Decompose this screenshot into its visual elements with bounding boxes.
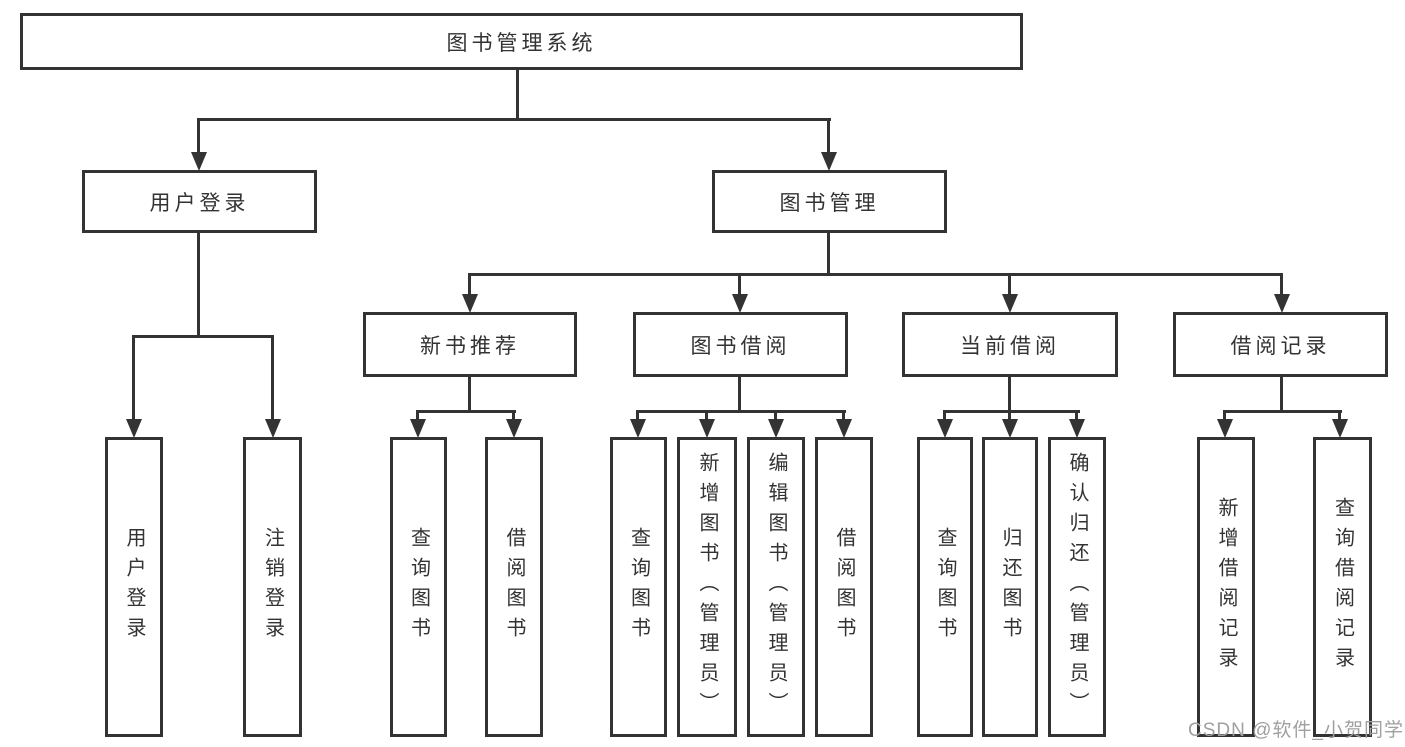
connector-to-rec-borrow (512, 410, 515, 419)
connector-to-leaf-logout (271, 335, 274, 419)
connector-to-user-login (197, 118, 200, 152)
connector-to-cb-return (1008, 410, 1011, 419)
connector-level2-bar (197, 118, 831, 121)
leaf-rec-query-book-label: 查询图书 (407, 527, 430, 647)
node-book-mgmt: 图书管理 (712, 170, 947, 233)
connector-to-bb-query (636, 410, 639, 419)
leaf-br-query-record: 查询借阅记录 (1313, 437, 1372, 737)
arrowhead-to-book-mgmt (821, 152, 837, 171)
connector-borrow-records-stem (1280, 377, 1283, 410)
leaf-br-query-record-label: 查询借阅记录 (1331, 497, 1354, 677)
leaf-cb-confirm-return-admin-label: 确认归还（管理员） (1066, 452, 1088, 722)
connector-book-borrow-bar (636, 410, 846, 413)
connector-to-current-borrow (1008, 273, 1011, 294)
node-root-label: 图书管理系统 (446, 31, 597, 55)
leaf-br-add-record: 新增借阅记录 (1197, 437, 1255, 737)
leaf-br-add-record-label: 新增借阅记录 (1215, 497, 1237, 677)
connector-to-new-book-rec (468, 273, 471, 294)
connector-borrow-records-bar (1223, 410, 1342, 413)
connector-to-bb-edit (774, 410, 777, 419)
leaf-cb-return-book-label: 归还图书 (999, 527, 1021, 647)
connector-to-bb-add (705, 410, 708, 419)
node-new-book-rec-label: 新书推荐 (420, 334, 520, 358)
arrowhead-to-leaf-logout (265, 419, 281, 438)
arrowhead-to-br-query (1332, 419, 1348, 438)
leaf-logout: 注销登录 (243, 437, 302, 737)
arrowhead-to-bb-edit (768, 419, 784, 438)
arrowhead-to-rec-borrow (506, 419, 522, 438)
leaf-rec-query-book: 查询图书 (390, 437, 447, 737)
arrowhead-to-bb-add (699, 419, 715, 438)
leaf-cb-return-book: 归还图书 (982, 437, 1038, 737)
leaf-cb-query-book: 查询图书 (917, 437, 973, 737)
connector-to-rec-query (416, 410, 419, 419)
arrowhead-to-bb-query (630, 419, 646, 438)
connector-current-borrow-bar (943, 410, 1080, 413)
node-book-borrow: 图书借阅 (633, 312, 848, 377)
connector-to-cb-confirm (1075, 410, 1078, 419)
arrowhead-to-current-borrow (1002, 294, 1018, 313)
arrowhead-to-borrow-records (1274, 294, 1290, 313)
arrowhead-to-cb-query (937, 419, 953, 438)
leaf-bb-add-book-admin-label: 新增图书（管理员） (696, 452, 718, 722)
arrowhead-to-book-borrow (732, 294, 748, 313)
connector-to-bb-borrow (842, 410, 845, 419)
leaf-bb-edit-book-admin: 编辑图书（管理员） (747, 437, 805, 737)
connector-to-borrow-records (1280, 273, 1283, 294)
connector-to-leaf-user-login (132, 335, 135, 419)
csdn-watermark: CSDN @软件_小贺同学 (1188, 720, 1404, 741)
leaf-bb-edit-book-admin-label: 编辑图书（管理员） (765, 452, 787, 722)
arrowhead-to-cb-confirm (1069, 419, 1085, 438)
connector-current-borrow-stem (1008, 377, 1011, 410)
connector-to-br-query (1338, 410, 1341, 419)
leaf-user-login-label: 用户登录 (123, 527, 145, 647)
arrowhead-to-br-add (1217, 419, 1233, 438)
node-book-borrow-label: 图书借阅 (690, 334, 791, 358)
arrowhead-to-cb-return (1002, 419, 1018, 438)
arrowhead-to-leaf-user-login (126, 419, 142, 438)
connector-book-borrow-stem (738, 377, 741, 410)
node-user-login-label: 用户登录 (149, 191, 250, 215)
connector-new-book-rec-bar (416, 410, 516, 413)
node-user-login: 用户登录 (82, 170, 317, 233)
connector-book-mgmt-stem (827, 233, 830, 273)
arrowhead-to-bb-borrow (836, 419, 852, 438)
connector-to-book-borrow (738, 273, 741, 294)
connector-to-book-mgmt (827, 118, 830, 152)
connector-level3-bar (468, 273, 1283, 276)
leaf-rec-borrow-book-label: 借阅图书 (503, 527, 525, 647)
connector-user-login-stem (197, 233, 200, 335)
connector-to-br-add (1223, 410, 1226, 419)
node-borrow-records-label: 借阅记录 (1230, 334, 1331, 358)
connector-new-book-rec-stem (468, 377, 471, 410)
connector-to-cb-query (943, 410, 946, 419)
leaf-user-login: 用户登录 (105, 437, 163, 737)
leaf-logout-label: 注销登录 (261, 527, 284, 647)
node-current-borrow: 当前借阅 (902, 312, 1118, 377)
leaf-cb-query-book-label: 查询图书 (934, 527, 956, 647)
arrowhead-to-rec-query (410, 419, 426, 438)
node-borrow-records: 借阅记录 (1173, 312, 1388, 377)
leaf-rec-borrow-book: 借阅图书 (485, 437, 543, 737)
leaf-bb-add-book-admin: 新增图书（管理员） (677, 437, 737, 737)
connector-root-stem (516, 70, 519, 118)
node-root: 图书管理系统 (20, 13, 1023, 70)
leaf-bb-borrow-book-label: 借阅图书 (833, 527, 855, 647)
arrowhead-to-new-book-rec (462, 294, 478, 313)
leaf-cb-confirm-return-admin: 确认归还（管理员） (1048, 437, 1106, 737)
node-current-borrow-label: 当前借阅 (960, 334, 1060, 358)
node-new-book-rec: 新书推荐 (363, 312, 577, 377)
arrowhead-to-user-login (191, 152, 207, 171)
node-book-mgmt-label: 图书管理 (779, 191, 880, 215)
connector-user-login-bar (132, 335, 274, 338)
leaf-bb-query-book-label: 查询图书 (627, 527, 650, 647)
leaf-bb-borrow-book: 借阅图书 (815, 437, 873, 737)
leaf-bb-query-book: 查询图书 (610, 437, 667, 737)
